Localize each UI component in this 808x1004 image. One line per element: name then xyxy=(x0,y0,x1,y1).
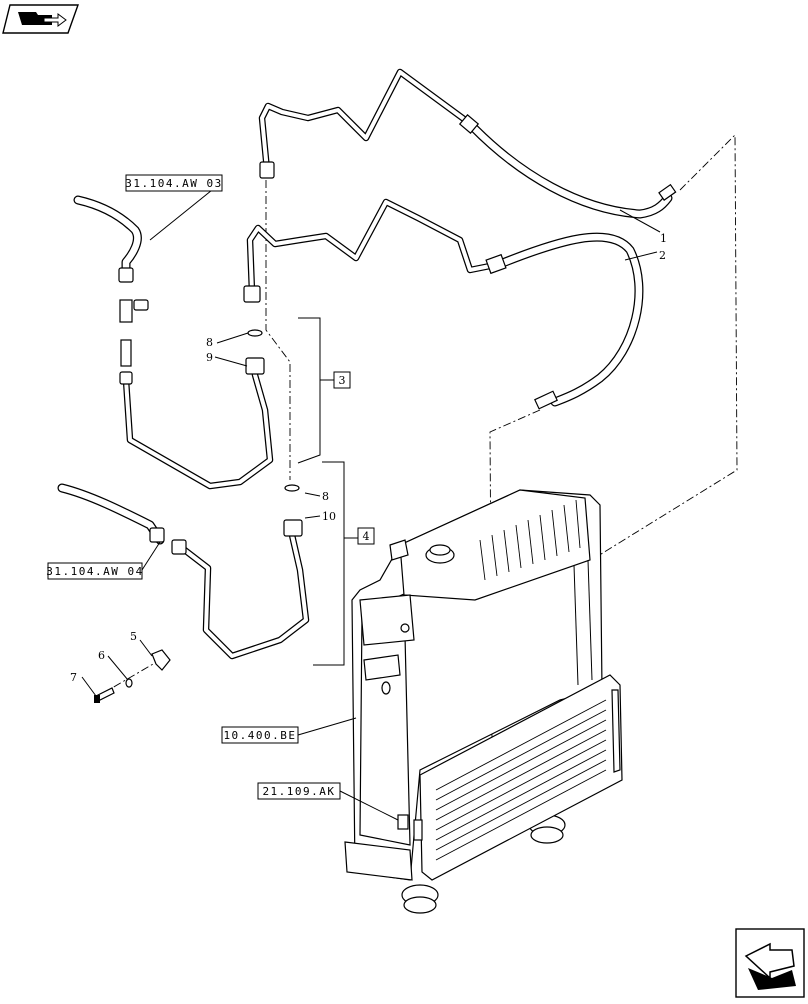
callout-box-3[interactable]: 3 xyxy=(333,371,351,389)
callout-8a: 8 xyxy=(206,336,213,349)
pipe-4 xyxy=(171,484,310,660)
radiator-assembly xyxy=(344,489,623,914)
callout-1: 1 xyxy=(660,232,667,245)
callout-box-4[interactable]: 4 xyxy=(357,527,375,545)
pipe-3 xyxy=(119,299,274,490)
book-navigation-icon[interactable] xyxy=(2,4,79,34)
ref-box-radiator[interactable]: 10.400.BE xyxy=(221,726,299,744)
ref-box-mid[interactable]: 31.104.AW 04 xyxy=(46,562,143,580)
callout-9: 9 xyxy=(206,351,213,364)
ref-label-radiator: 10.400.BE xyxy=(223,729,296,742)
callout-2: 2 xyxy=(659,249,666,262)
callout-5: 5 xyxy=(130,630,137,643)
input-line-lower xyxy=(57,483,165,545)
bracket-4 xyxy=(313,461,358,666)
callout-10: 10 xyxy=(322,510,336,523)
callout-7: 7 xyxy=(70,671,77,684)
ref-label-bottom: 21.109.AK xyxy=(262,785,335,798)
clamp-hardware xyxy=(94,649,171,703)
ref-label-top: 31.104.AW 03 xyxy=(125,177,222,190)
leader-lines xyxy=(81,181,661,821)
input-line-upper xyxy=(73,195,142,283)
hose-1 xyxy=(258,68,677,219)
hose-2 xyxy=(243,198,644,410)
callout-3: 3 xyxy=(339,374,346,387)
callout-8b: 8 xyxy=(322,490,329,503)
next-page-arrow-icon[interactable] xyxy=(735,928,805,998)
ref-box-top[interactable]: 31.104.AW 03 xyxy=(125,174,223,192)
ref-box-bottom[interactable]: 21.109.AK xyxy=(257,782,341,800)
callout-6: 6 xyxy=(98,649,105,662)
callout-4: 4 xyxy=(363,530,370,543)
ref-label-mid: 31.104.AW 04 xyxy=(46,565,143,578)
bracket-3 xyxy=(297,317,334,464)
